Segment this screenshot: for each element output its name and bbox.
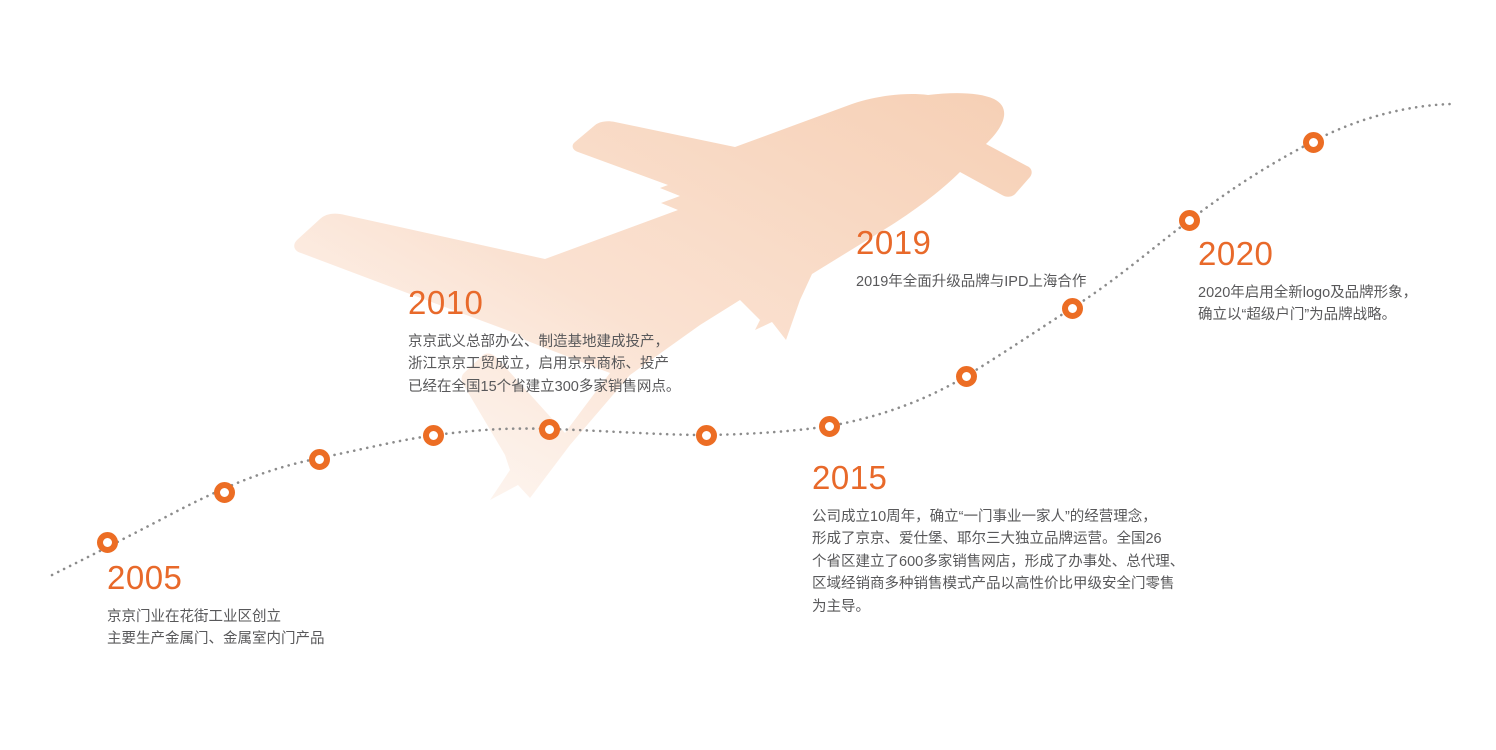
milestone-description-2005: 京京门业在花街工业区创立 主要生产金属门、金属室内门产品 [107,608,325,648]
milestone-year-2010: 2010 [408,284,484,321]
timeline-node[interactable] [1302,131,1324,153]
timeline-curve-path [50,102,1454,577]
milestone-year-2015: 2015 [812,459,888,496]
timeline-node[interactable] [96,531,118,553]
timeline-node[interactable] [695,424,717,446]
milestone-year-2019: 2019 [856,224,932,261]
milestone-description-2010: 京京武义总部办公、制造基地建成投产， 浙江京京工贸成立，启用京京商标、投产 已经… [408,333,681,395]
milestone-description-2020: 2020年启用全新logo及品牌形象， 确立以“超级户门”为品牌战略。 [1198,284,1418,324]
milestone-description-2015: 公司成立10周年，确立“一门事业一家人”的经营理念， 形成了京京、爱仕堡、耶尔三… [812,508,1185,615]
timeline-node[interactable] [308,448,330,470]
milestone-2005: 2005 京京门业在花街工业区创立 主要生产金属门、金属室内门产品 [107,559,437,651]
timeline-node[interactable] [818,415,840,437]
milestone-2020: 2020 2020年启用全新logo及品牌形象， 确立以“超级户门”为品牌战略。 [1198,235,1478,327]
milestone-description-2019: 2019年全面升级品牌与IPD上海合作 [856,273,1087,290]
timeline-node[interactable] [422,424,444,446]
timeline-node[interactable] [213,481,235,503]
milestone-year-2020: 2020 [1198,235,1274,272]
timeline-node[interactable] [538,418,560,440]
timeline-node[interactable] [955,365,977,387]
milestone-2019: 2019 2019年全面升级品牌与IPD上海合作 [856,224,1186,293]
airplane-silhouette-icon [294,93,1032,501]
milestone-2010: 2010 京京武义总部办公、制造基地建成投产， 浙江京京工贸成立，启用京京商标、投… [408,284,748,398]
milestone-2015: 2015 公司成立10周年，确立“一门事业一家人”的经营理念， 形成了京京、爱仕堡… [812,459,1212,618]
milestone-year-2005: 2005 [107,559,183,596]
timeline-node[interactable] [1061,297,1083,319]
timeline-node[interactable] [1178,209,1200,231]
